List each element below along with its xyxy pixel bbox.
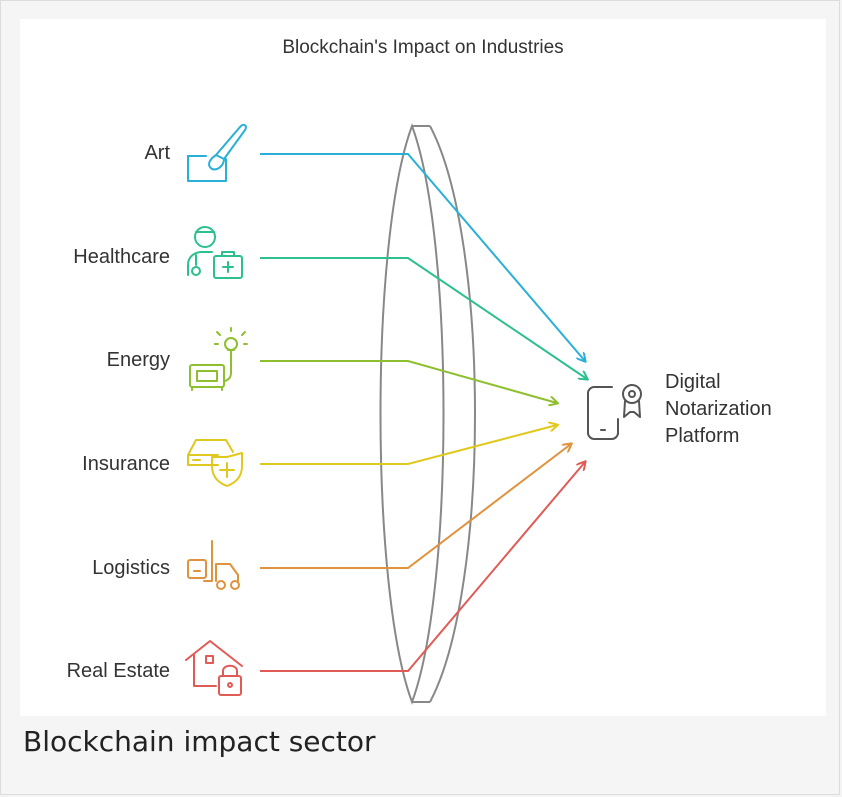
arrow-insurance — [260, 425, 557, 465]
smartphone-badge-icon — [587, 384, 642, 440]
source-label-energy: Energy — [106, 349, 170, 371]
doctor-medkit-icon — [187, 226, 243, 279]
arrow-art — [260, 153, 585, 361]
diagram-canvas: Blockchain's Impact on Industries — [20, 19, 826, 716]
target-label-line: Digital — [665, 371, 721, 393]
source-label-insurance: Insurance — [82, 453, 170, 475]
diagram-title: Blockchain's Impact on Industries — [282, 37, 564, 58]
paintbrush-icon — [187, 123, 247, 182]
source-label-real-estate: Real Estate — [66, 660, 170, 682]
source-label-art: Art — [144, 142, 170, 164]
arrow-healthcare — [260, 257, 587, 379]
connector-arrows — [260, 153, 587, 672]
target-label-line: Platform — [665, 425, 740, 447]
generator-lightbulb-icon — [189, 327, 248, 391]
lens-shape — [379, 123, 476, 705]
car-shield-icon — [187, 439, 243, 487]
arrow-real-estate — [260, 462, 585, 672]
house-lock-icon — [185, 640, 243, 696]
diagram-svg — [185, 123, 642, 705]
source-label-logistics: Logistics — [92, 557, 170, 579]
source-label-healthcare: Healthcare — [73, 246, 170, 268]
arrow-energy — [260, 360, 557, 403]
arrow-logistics — [260, 444, 571, 569]
target-label: Digital Notarization Platform — [665, 369, 825, 450]
figure-caption: Blockchain impact sector — [23, 725, 376, 758]
forklift-icon — [187, 540, 240, 590]
target-label-line: Notarization — [665, 398, 772, 420]
